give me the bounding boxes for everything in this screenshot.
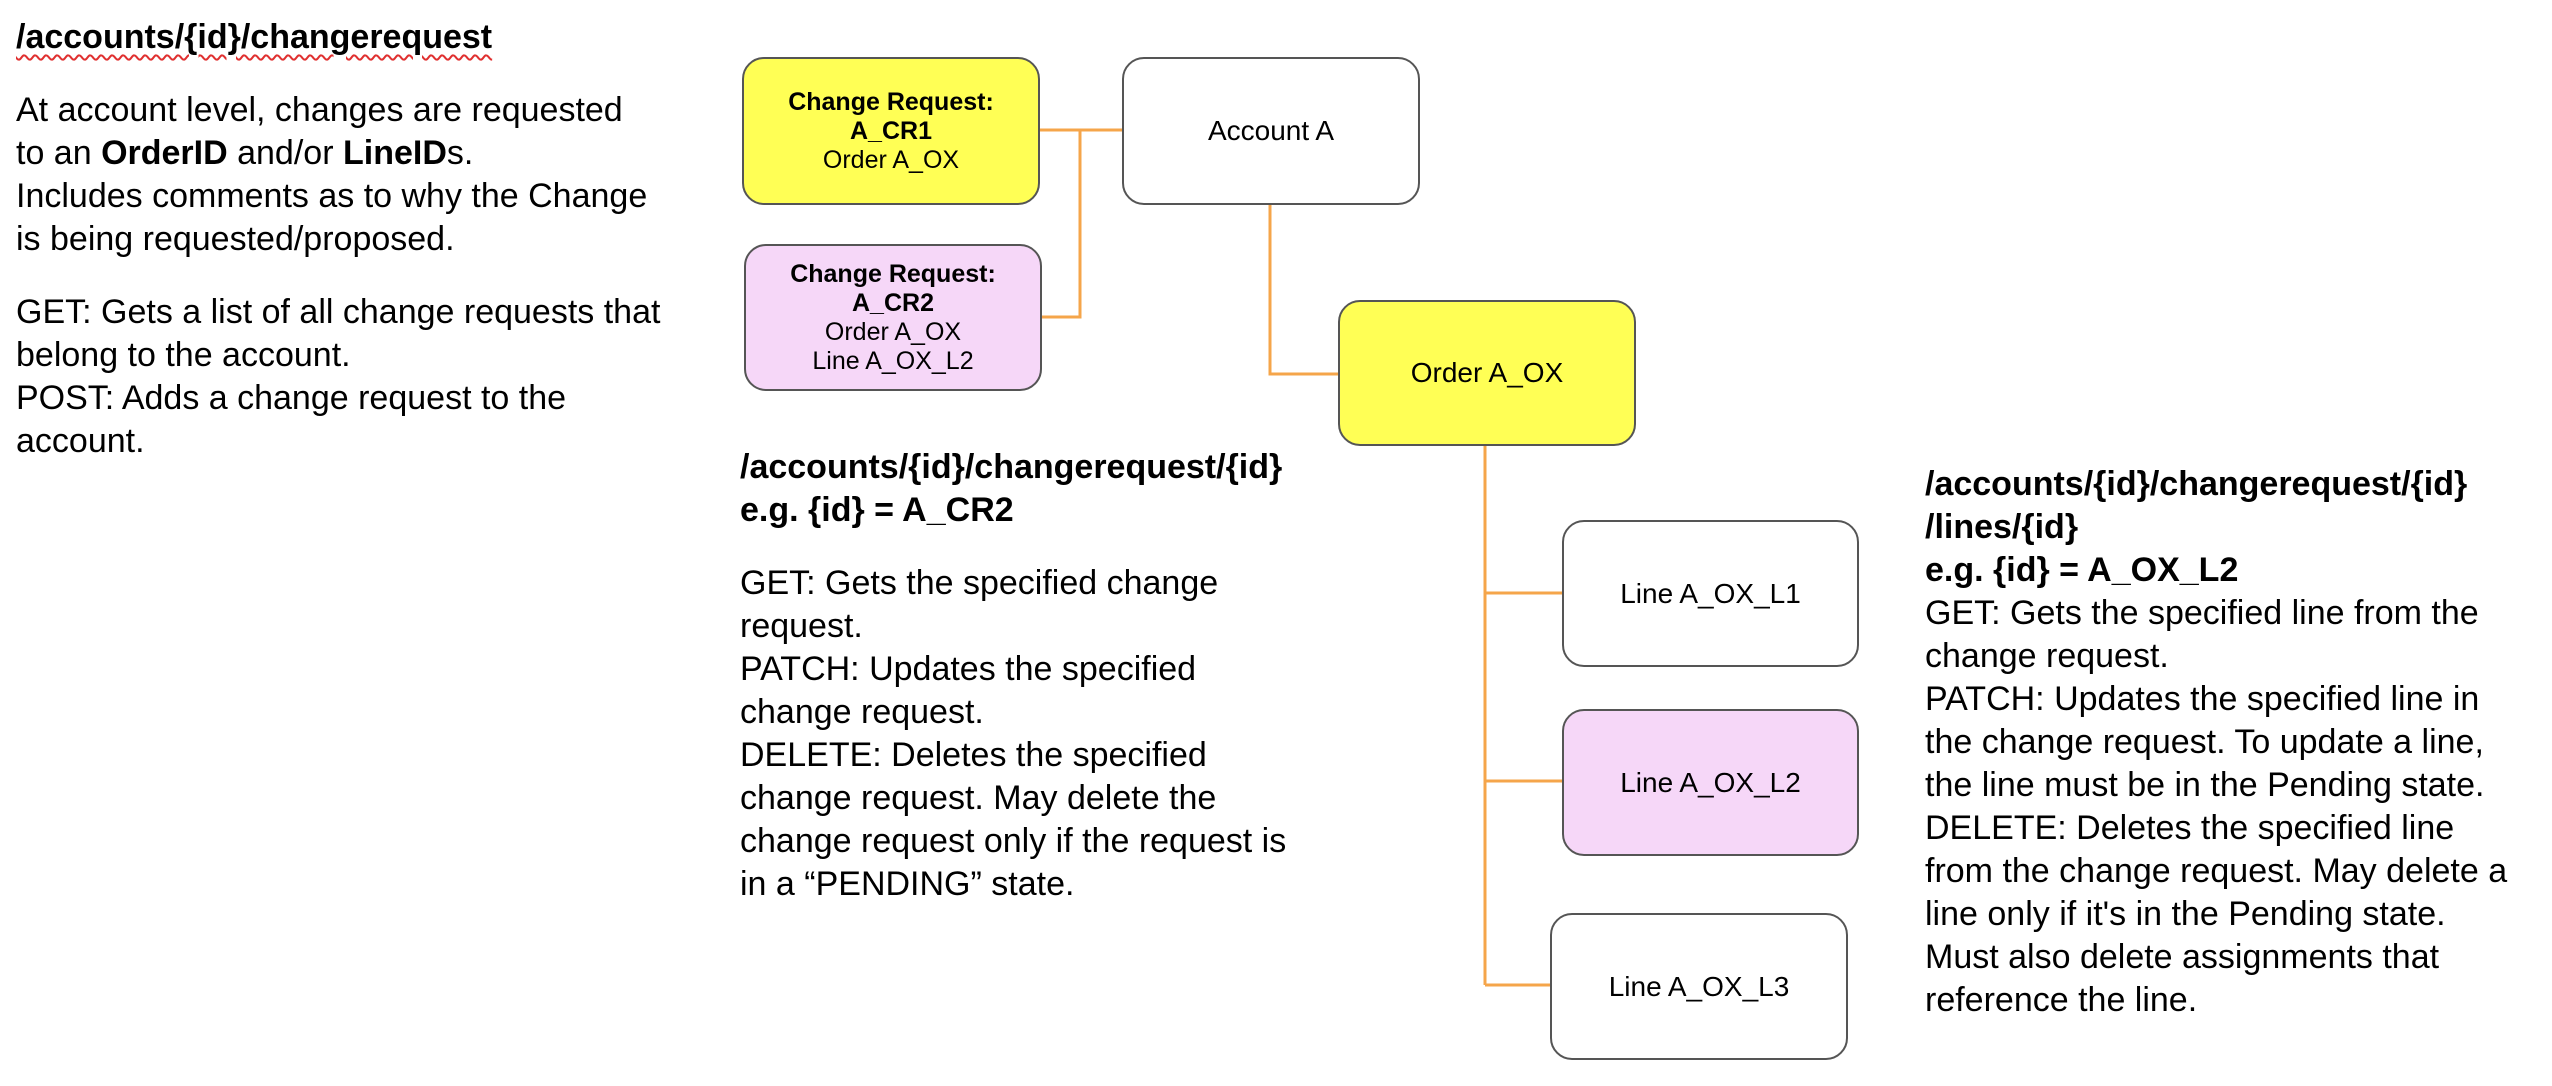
order-a-ox-node: Order A_OX — [1338, 300, 1636, 446]
method-description-line: Must also delete assignments that — [1925, 938, 2440, 976]
changerequest-id-section: /accounts/{id}/changerequest/{id} e.g. {… — [740, 446, 1380, 906]
method-description-line: DELETE: Deletes the specified — [740, 736, 1207, 774]
endpoint-title: /accounts/{id}/changerequest/{id} — [740, 448, 1283, 486]
endpoint-title: /accounts/{id}/changerequest — [16, 16, 716, 59]
endpoint-title-continued: /lines/{id} — [1925, 508, 2079, 546]
method-description-line: the change request. To update a line, — [1925, 723, 2484, 761]
node-label: Line A_OX_L3 — [1608, 970, 1790, 1002]
account-changerequest-section: /accounts/{id}/changerequest At account … — [16, 16, 716, 463]
lineid-term: LineID — [342, 134, 447, 172]
endpoint-title: /accounts/{id}/changerequest/{id} — [1925, 465, 2468, 503]
method-description-line: change request only if the request is — [740, 822, 1287, 860]
post-description: POST: Adds a change request to the — [16, 379, 567, 417]
method-description-line: PATCH: Updates the specified — [740, 650, 1197, 688]
node-order: Order A_OX — [824, 317, 962, 346]
method-description-line: change request. — [740, 693, 984, 731]
node-line: Line A_OX_L2 — [812, 346, 974, 375]
description-line: Includes comments as to why the Change — [16, 177, 648, 215]
method-description-line: reference the line. — [1925, 981, 2198, 1019]
orderid-term: OrderID — [101, 134, 228, 172]
change-request-a-cr1-node: Change Request: A_CR1 Order A_OX — [742, 57, 1040, 205]
node-label: Order A_OX — [1410, 357, 1564, 388]
description-text: to an — [16, 134, 102, 172]
node-id: A_CR2 — [852, 288, 934, 317]
get-description: GET: Gets a list of all change requests … — [16, 293, 661, 331]
endpoint-path: /accounts/{id}/changerequest — [16, 18, 493, 56]
method-description-line: line only if it's in the Pending state. — [1925, 895, 2446, 933]
method-description-line: DELETE: Deletes the specified line — [1925, 809, 2455, 847]
account-a-node: Account A — [1122, 57, 1420, 205]
connector-account-order — [1268, 205, 1338, 376]
connector-cr2-trunk — [1042, 130, 1082, 319]
post-description: account. — [16, 422, 145, 460]
method-description-line: the line must be in the Pending state. — [1925, 766, 2485, 804]
description-text: and/or — [227, 134, 343, 172]
line-a-ox-l1-node: Line A_OX_L1 — [1562, 520, 1859, 667]
node-label: Line A_OX_L1 — [1620, 577, 1801, 609]
node-order: Order A_OX — [822, 145, 960, 174]
example-id: e.g. {id} = A_CR2 — [740, 491, 1014, 529]
method-description-line: GET: Gets the specified line from the — [1925, 594, 2479, 632]
node-title: Change Request: — [788, 87, 994, 116]
node-id: A_CR1 — [850, 116, 932, 145]
method-description-line: in a “PENDING” state. — [740, 865, 1075, 903]
changerequest-lines-section: /accounts/{id}/changerequest/{id} /lines… — [1925, 463, 2545, 1022]
method-description-line: from the change request. May delete a — [1925, 852, 2508, 890]
node-title: Change Request: — [790, 259, 996, 288]
method-description-line: change request. May delete the — [740, 779, 1217, 817]
method-description-line: request. — [740, 607, 863, 645]
node-label: Account A — [1207, 115, 1335, 146]
description-text: s. — [446, 134, 474, 172]
description-line: is being requested/proposed. — [16, 220, 455, 258]
node-label: Line A_OX_L2 — [1620, 766, 1801, 798]
method-description-line: PATCH: Updates the specified line in — [1925, 680, 2480, 718]
line-a-ox-l2-node: Line A_OX_L2 — [1562, 709, 1859, 856]
example-id: e.g. {id} = A_OX_L2 — [1925, 551, 2239, 589]
description-line: At account level, changes are requested — [16, 91, 623, 129]
line-a-ox-l3-node: Line A_OX_L3 — [1550, 913, 1848, 1060]
change-request-a-cr2-node: Change Request: A_CR2 Order A_OX Line A_… — [744, 244, 1042, 391]
description-line: to an OrderID and/or LineIDs. — [16, 132, 716, 175]
method-description-line: change request. — [1925, 637, 2169, 675]
get-description: belong to the account. — [16, 336, 351, 374]
method-description-line: GET: Gets the specified change — [740, 564, 1219, 602]
